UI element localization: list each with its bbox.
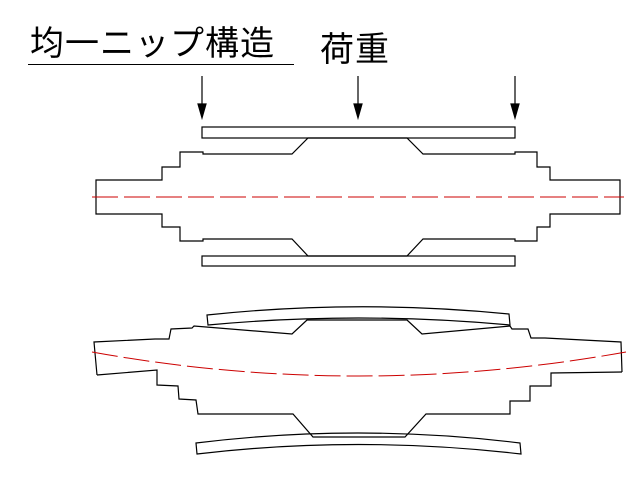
deformed-roll-lower-contour — [96, 369, 623, 438]
load-arrow-left — [197, 76, 207, 121]
deformed-assembly — [93, 306, 623, 455]
lower-plate — [201, 255, 516, 267]
upper-plate — [201, 126, 516, 139]
deformed-centerline — [91, 351, 627, 377]
undeformed-assembly — [95, 126, 621, 267]
deformed-roll-upper-contour — [93, 319, 623, 376]
title-underline — [28, 64, 294, 65]
roll-upper-contour — [95, 137, 621, 197]
diagram-title: 均一ニップ構造 — [30, 24, 275, 64]
load-arrow-center — [353, 76, 363, 121]
roll-lower-contour — [95, 197, 621, 257]
load-arrows — [197, 76, 520, 121]
upper-curved-plate — [206, 306, 511, 326]
lower-curved-plate — [195, 432, 522, 455]
load-arrow-right — [510, 76, 520, 121]
load-label: 荷重 — [320, 30, 390, 70]
